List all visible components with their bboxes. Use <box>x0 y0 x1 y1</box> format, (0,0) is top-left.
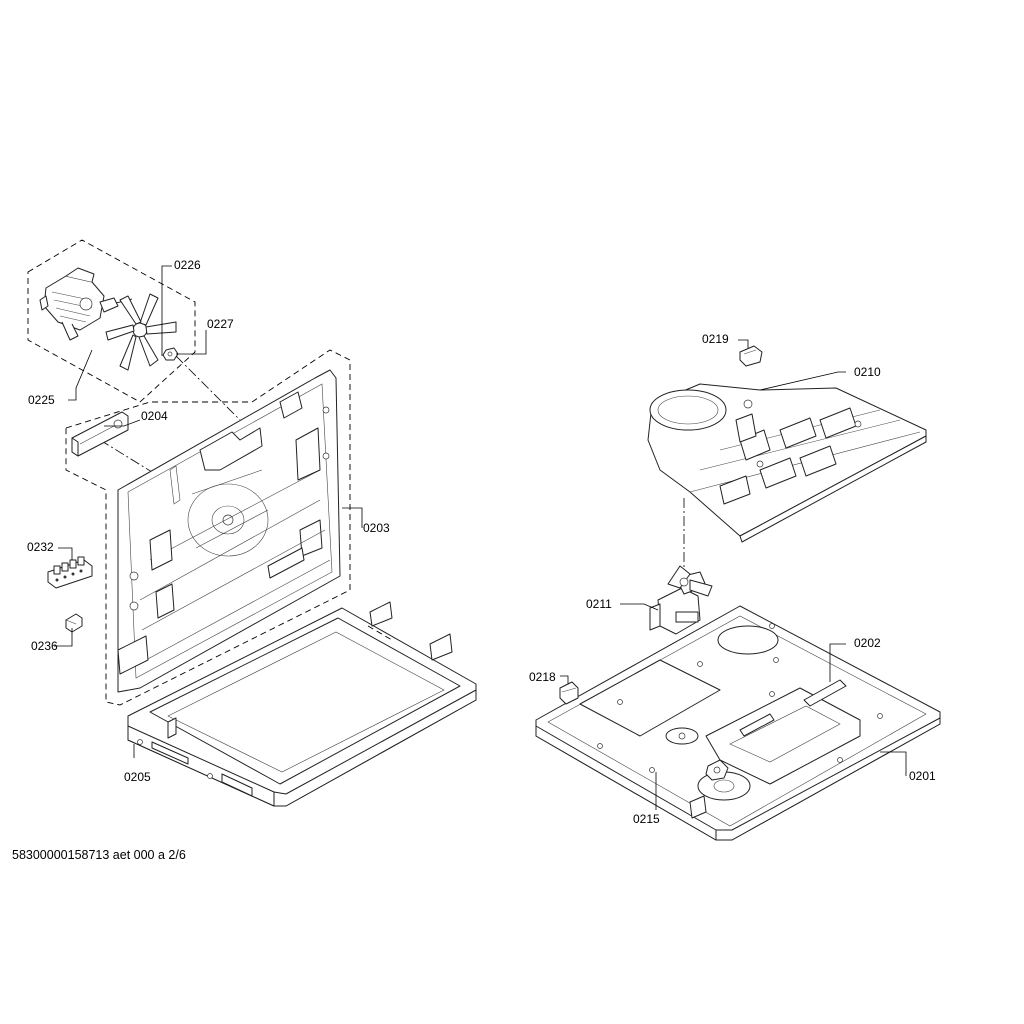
fan-wheel <box>105 293 177 371</box>
callout-0210: 0210 <box>854 365 881 379</box>
callout-0236: 0236 <box>31 639 58 653</box>
fan-holder <box>705 759 729 781</box>
rear-wall-group-boundary <box>65 349 351 706</box>
callout-0219: 0219 <box>702 332 729 346</box>
temperature-sensor <box>739 345 763 367</box>
callout-0226: 0226 <box>174 258 201 272</box>
small-switch <box>559 681 579 705</box>
cooling-fan-motor <box>649 565 713 635</box>
callout-0215: 0215 <box>633 812 660 826</box>
callout-0202: 0202 <box>854 636 881 650</box>
callout-0201: 0201 <box>909 769 936 783</box>
callout-0203: 0203 <box>363 521 390 535</box>
callout-0211: 0211 <box>586 597 612 611</box>
callout-0205: 0205 <box>124 770 151 784</box>
callout-0227: 0227 <box>207 317 234 331</box>
fan-nut <box>162 347 179 361</box>
fan-axis-line <box>175 355 241 421</box>
small-clip <box>65 613 83 633</box>
document-code: 58300000158713 aet 000 a 2/6 <box>12 848 186 862</box>
callout-0232: 0232 <box>27 540 54 554</box>
callout-0218: 0218 <box>529 670 556 684</box>
fan-motor-group-boundary <box>27 239 196 403</box>
mounting-bracket <box>71 411 129 457</box>
bottom-tray <box>127 601 477 807</box>
oven-rear-wall <box>117 369 341 693</box>
air-duct-cover <box>647 383 927 543</box>
callout-0225: 0225 <box>28 393 55 407</box>
callout-0204: 0204 <box>141 409 168 423</box>
leader-lines <box>54 265 907 810</box>
base-plate <box>535 605 941 841</box>
terminal-block <box>47 556 93 589</box>
